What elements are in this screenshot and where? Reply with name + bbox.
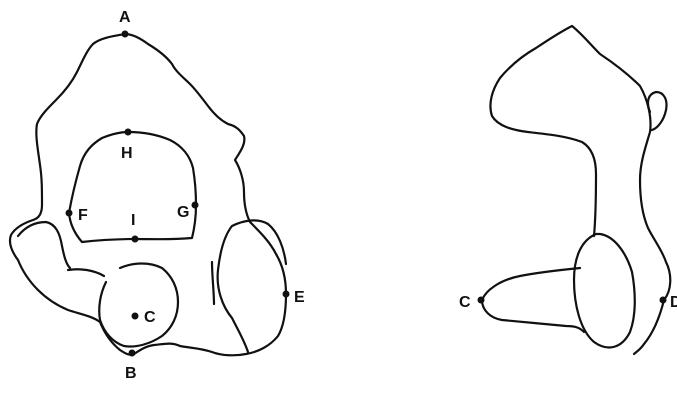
front-right-lobe	[216, 219, 288, 354]
front-left-lobe	[16, 220, 72, 270]
front-lower-left-curve	[66, 268, 106, 278]
label-c-front: C	[144, 309, 156, 326]
side-knob	[646, 90, 668, 132]
point-i	[131, 235, 139, 243]
point-a	[121, 30, 129, 38]
label-a: A	[119, 9, 131, 26]
point-f	[65, 209, 73, 217]
label-f: F	[78, 207, 88, 224]
label-b: B	[125, 365, 137, 382]
label-h: H	[121, 145, 133, 162]
label-g: G	[177, 204, 189, 221]
side-upper-outline	[489, 24, 598, 238]
side-lower-right-contour	[632, 298, 666, 356]
side-c-lobe	[480, 266, 586, 334]
side-view: C D	[459, 24, 677, 356]
label-i: I	[131, 212, 135, 229]
label-e: E	[294, 289, 305, 306]
front-outer-outline	[8, 32, 288, 357]
front-view: A H F G I E C B	[8, 9, 305, 382]
side-back-outline	[570, 24, 672, 302]
point-c-front	[131, 312, 139, 320]
point-e	[282, 290, 290, 298]
point-c-side	[477, 296, 485, 304]
side-oval-lobe	[572, 232, 636, 349]
point-g	[191, 201, 199, 209]
point-b	[128, 349, 136, 357]
front-lower-lobe	[98, 262, 180, 348]
front-right-inner-line	[210, 260, 216, 306]
point-d	[659, 296, 667, 304]
label-d: D	[670, 294, 677, 311]
point-h	[124, 128, 132, 136]
label-c-side: C	[459, 294, 471, 311]
front-inner-arch	[67, 130, 198, 244]
